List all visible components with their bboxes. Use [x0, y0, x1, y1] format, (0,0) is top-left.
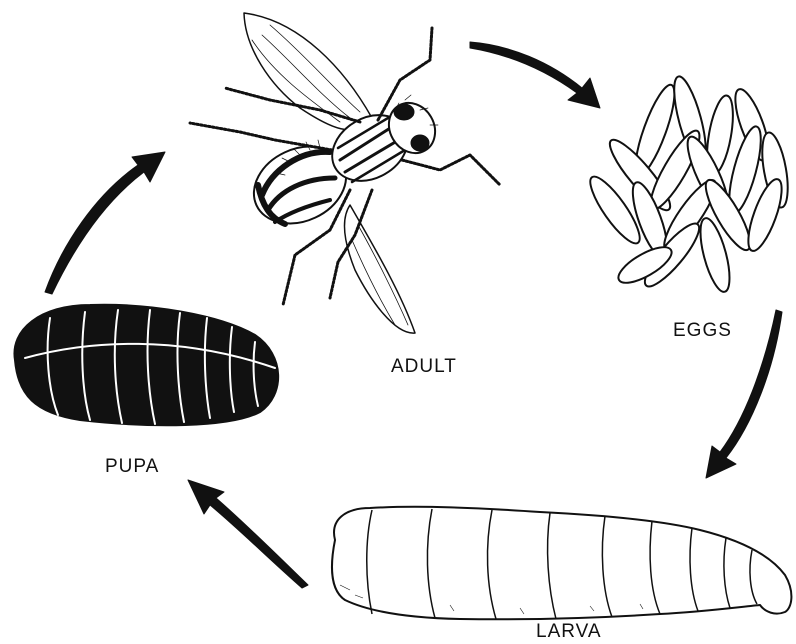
- larva-illustration: [332, 507, 791, 619]
- pupa-body: [14, 305, 278, 425]
- fly-wing-upper: [244, 13, 372, 130]
- larva-body: [332, 507, 791, 619]
- label-larva: LARVA: [536, 621, 602, 643]
- pupa-illustration: [14, 305, 278, 425]
- fly-wing-lower: [345, 205, 415, 333]
- adult-fly-illustration: [190, 13, 500, 333]
- arrow-adult-to-eggs: [470, 42, 600, 108]
- eggs-cluster: [583, 74, 792, 295]
- label-adult: ADULT: [391, 356, 457, 378]
- arrow-pupa-to-adult: [45, 152, 165, 294]
- label-pupa: PUPA: [105, 456, 159, 478]
- label-eggs: EGGS: [673, 320, 732, 342]
- arrow-larva-to-pupa: [188, 480, 308, 588]
